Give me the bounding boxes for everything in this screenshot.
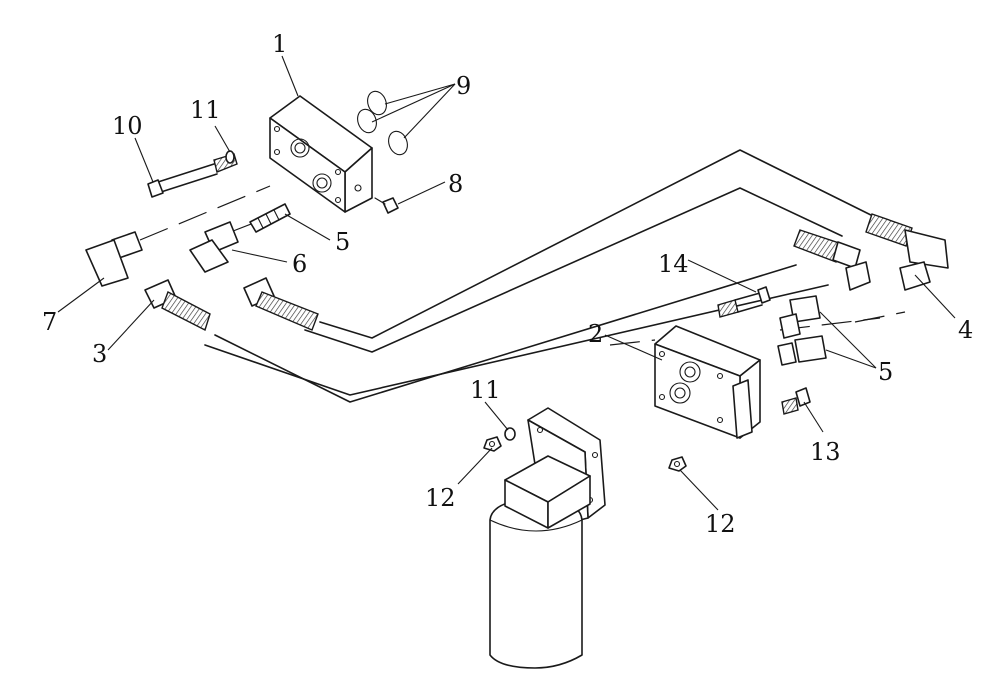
hose-upper <box>304 149 886 353</box>
callouts: 1 11 10 9 8 5 6 7 3 14 4 2 5 11 13 12 12 <box>42 30 973 538</box>
plug-8 <box>374 197 399 214</box>
callout-11-upper: 11 <box>190 96 221 124</box>
callout-13: 13 <box>810 438 841 466</box>
callout-7: 7 <box>42 308 57 336</box>
callout-9: 9 <box>456 72 471 100</box>
hose-end-4 <box>793 213 949 291</box>
callout-14: 14 <box>658 250 689 278</box>
callout-2: 2 <box>588 320 603 348</box>
manifold-block-1 <box>269 95 373 213</box>
hose-lower <box>204 264 829 403</box>
hose-end-3 <box>144 277 319 332</box>
nut-12-right <box>668 456 687 472</box>
o-rings-9 <box>357 90 408 156</box>
leader-lines <box>57 55 956 511</box>
plate-2 <box>654 325 761 439</box>
callout-6: 6 <box>292 250 307 278</box>
callout-5-upper: 5 <box>335 228 350 256</box>
nut-12-left <box>483 436 502 452</box>
callout-12-left: 12 <box>425 484 456 512</box>
washer-11 <box>225 150 235 164</box>
bolt-10 <box>147 153 238 198</box>
callout-10: 10 <box>112 112 143 140</box>
callout-8: 8 <box>448 170 463 198</box>
filter-assembly <box>489 407 606 669</box>
callout-4: 4 <box>958 316 973 344</box>
callout-5-right: 5 <box>878 358 893 386</box>
callout-3: 3 <box>92 340 107 368</box>
callout-12-right: 12 <box>705 510 736 538</box>
elbow-6 <box>189 221 239 273</box>
screw-13 <box>781 387 811 415</box>
adapter-5-upper <box>249 203 291 233</box>
adapter-5-right <box>777 295 827 366</box>
washer-11-lower <box>504 427 516 441</box>
callout-11-lower: 11 <box>470 376 501 404</box>
elbow-7 <box>85 231 143 287</box>
callout-1: 1 <box>272 30 287 58</box>
bolt-14 <box>717 286 771 318</box>
